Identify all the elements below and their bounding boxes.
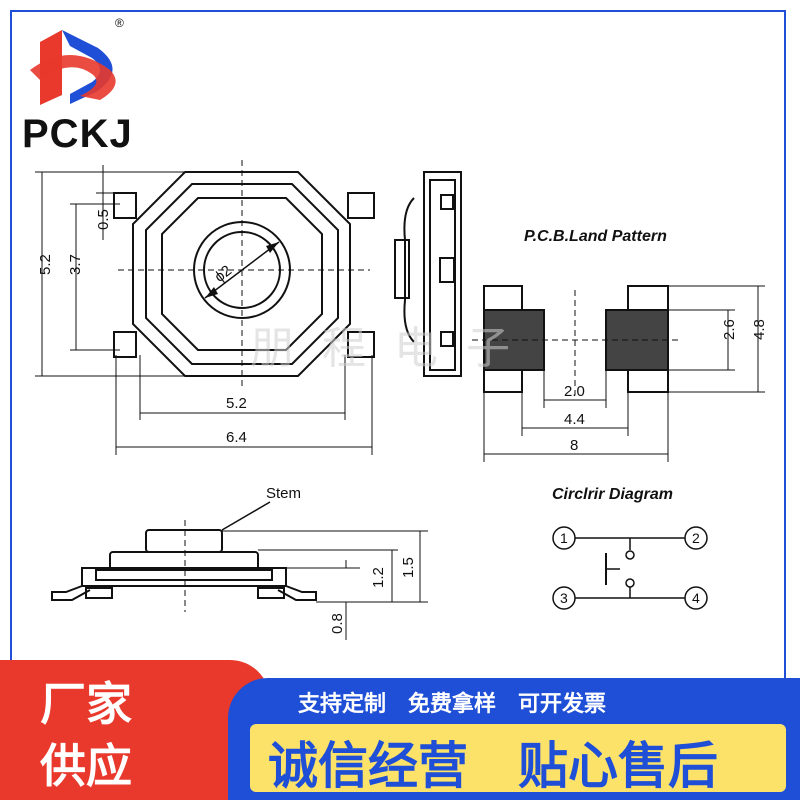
dim-inner: 4.4 (564, 411, 585, 428)
banner-right: 支持定制 免费拿样 可开发票 诚信经营 贴心售后 (228, 678, 800, 800)
dim-stroke-3: 0.8 (329, 613, 346, 634)
dim-lead: 0.5 (95, 209, 112, 230)
circuit-diagram (552, 526, 708, 610)
pin-3: 3 (560, 590, 568, 606)
banner-left-line2: 供应 (40, 739, 132, 793)
services-text: 支持定制 免费拿样 可开发票 (298, 692, 607, 717)
dim-height-outer: 5.2 (37, 254, 54, 275)
banner-left: 厂家 供应 (0, 660, 270, 800)
registered-mark: ® (115, 16, 124, 30)
dim-total: 8 (570, 437, 578, 454)
circuit-title: Circlrir Diagram (552, 486, 673, 503)
pin-2: 2 (692, 530, 700, 546)
slogan-text: 诚信经营 贴心售后 (268, 737, 718, 795)
land-pattern-title: P.C.B.Land Pattern (524, 228, 667, 245)
dim-stroke-1: 1.2 (370, 567, 387, 588)
land-pattern (472, 285, 765, 462)
brand-name: PCKJ (22, 112, 133, 156)
brand-logo (30, 30, 116, 105)
top-view (113, 160, 375, 386)
side-profile-view (394, 171, 462, 377)
slogan-box: 诚信经营 贴心售后 (250, 724, 786, 795)
pin-4: 4 (692, 590, 700, 606)
dim-gap: 2.0 (564, 383, 585, 400)
stem-label: Stem (266, 485, 301, 502)
dim-pad-height: 2.6 (721, 319, 738, 340)
dim-total-height: 4.8 (751, 319, 768, 340)
pin-1: 1 (560, 530, 568, 546)
diameter-label: ϕ2 (211, 262, 235, 286)
top-view-dimensions (35, 165, 373, 455)
banner-left-line1: 厂家 (40, 677, 132, 731)
dim-stroke-2: 1.5 (400, 557, 417, 578)
watermark: 朋程电子 (250, 323, 538, 374)
dim-width-inner: 5.2 (226, 395, 247, 412)
dim-height-inner: 3.7 (67, 254, 84, 275)
dim-width-outer: 6.4 (226, 429, 247, 446)
side-view (51, 501, 428, 640)
